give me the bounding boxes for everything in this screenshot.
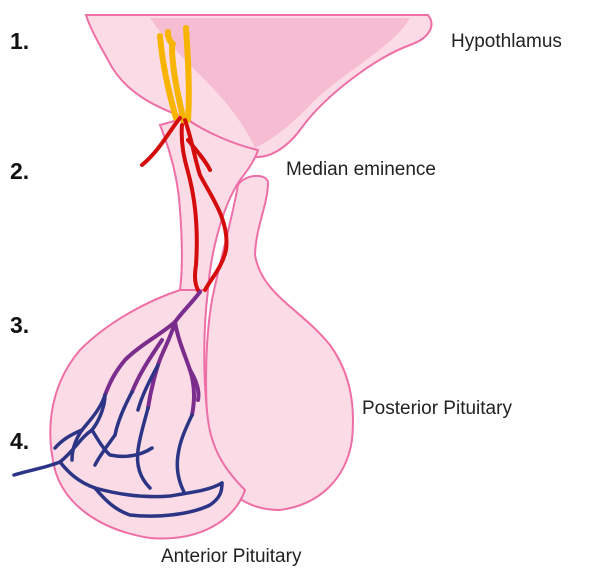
- step-number: 4.: [10, 428, 29, 455]
- label-hypothalamus: Hypothlamus: [451, 31, 562, 53]
- label-posterior-pituitary: Posterior Pituitary: [362, 398, 512, 420]
- posterior-pituitary-tissue: [206, 176, 353, 510]
- step-number: 1.: [10, 28, 29, 55]
- label-median-eminence: Median eminence: [286, 159, 436, 181]
- label-anterior-pituitary: Anterior Pituitary: [161, 546, 301, 568]
- step-number: 2.: [10, 158, 29, 185]
- step-number: 3.: [10, 312, 29, 339]
